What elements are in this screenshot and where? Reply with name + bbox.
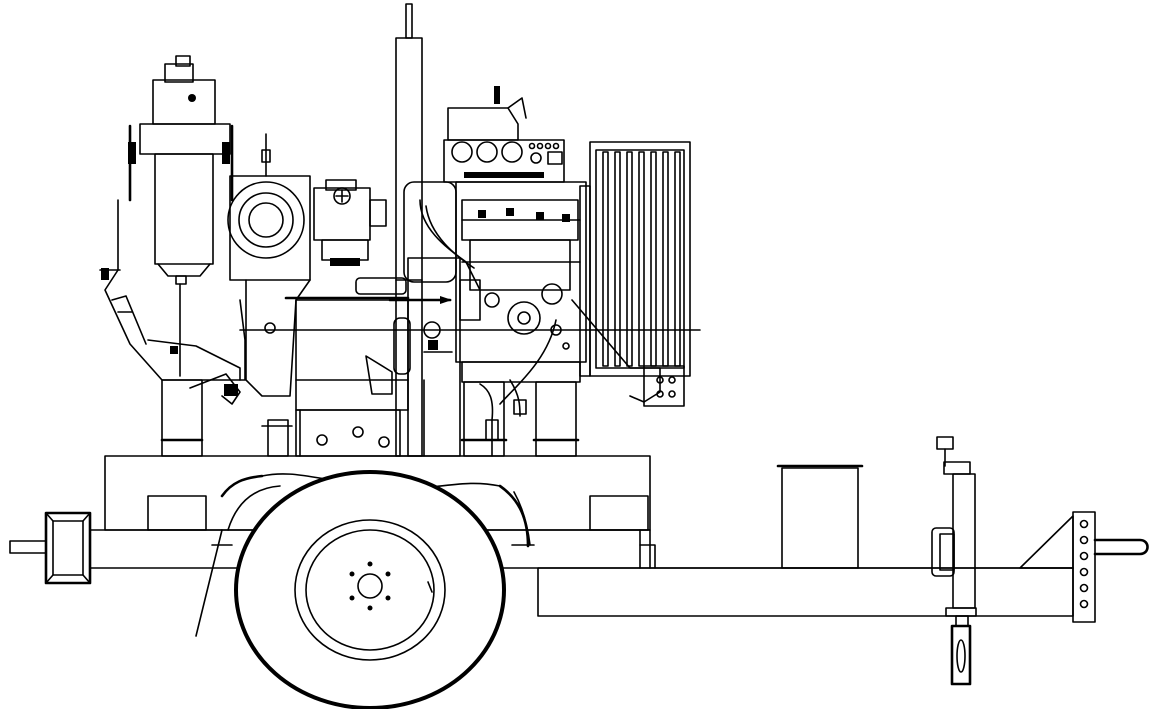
pump-assembly (99, 55, 410, 457)
fuel-tank (295, 409, 401, 457)
engine-block (455, 181, 587, 363)
jack-handle-cap (936, 436, 954, 450)
tail-light-assembly (9, 511, 92, 585)
tongue-box-body (781, 467, 859, 569)
engine-assembly (239, 86, 701, 457)
gauge-1 (451, 141, 473, 163)
radiator-fins (602, 151, 681, 367)
deck-block-left (147, 495, 207, 531)
pump-leg-left (161, 379, 203, 457)
jack-wheel (950, 624, 972, 686)
tongue-jack (931, 436, 977, 686)
exhaust-pipe (395, 37, 423, 457)
hitch-coupler (1093, 538, 1149, 556)
hitch-plate (1072, 511, 1096, 623)
wheel (234, 470, 506, 709)
separator-flange (139, 123, 231, 155)
jack-tube (952, 473, 976, 609)
exhaust-stack (395, 3, 423, 457)
hitch (1019, 511, 1149, 623)
rim-inner (305, 529, 435, 651)
tire (234, 470, 506, 709)
pump-casing (227, 181, 305, 259)
hub (357, 573, 383, 599)
pump-volute (229, 175, 311, 281)
rim-outer (294, 519, 446, 661)
air-cleaner (447, 107, 519, 141)
radiator (562, 141, 691, 407)
gauge-3 (501, 141, 523, 163)
separator-tank (154, 153, 214, 265)
crank-pulley (507, 301, 541, 335)
bell-housing (407, 257, 461, 457)
separator-top (152, 79, 216, 125)
rear-stub (9, 540, 47, 554)
tongue-beam (537, 567, 1074, 617)
tongue-box (776, 464, 864, 569)
gauge-2 (476, 141, 498, 163)
fender-stay (195, 529, 223, 637)
deck-block-right (589, 495, 649, 531)
